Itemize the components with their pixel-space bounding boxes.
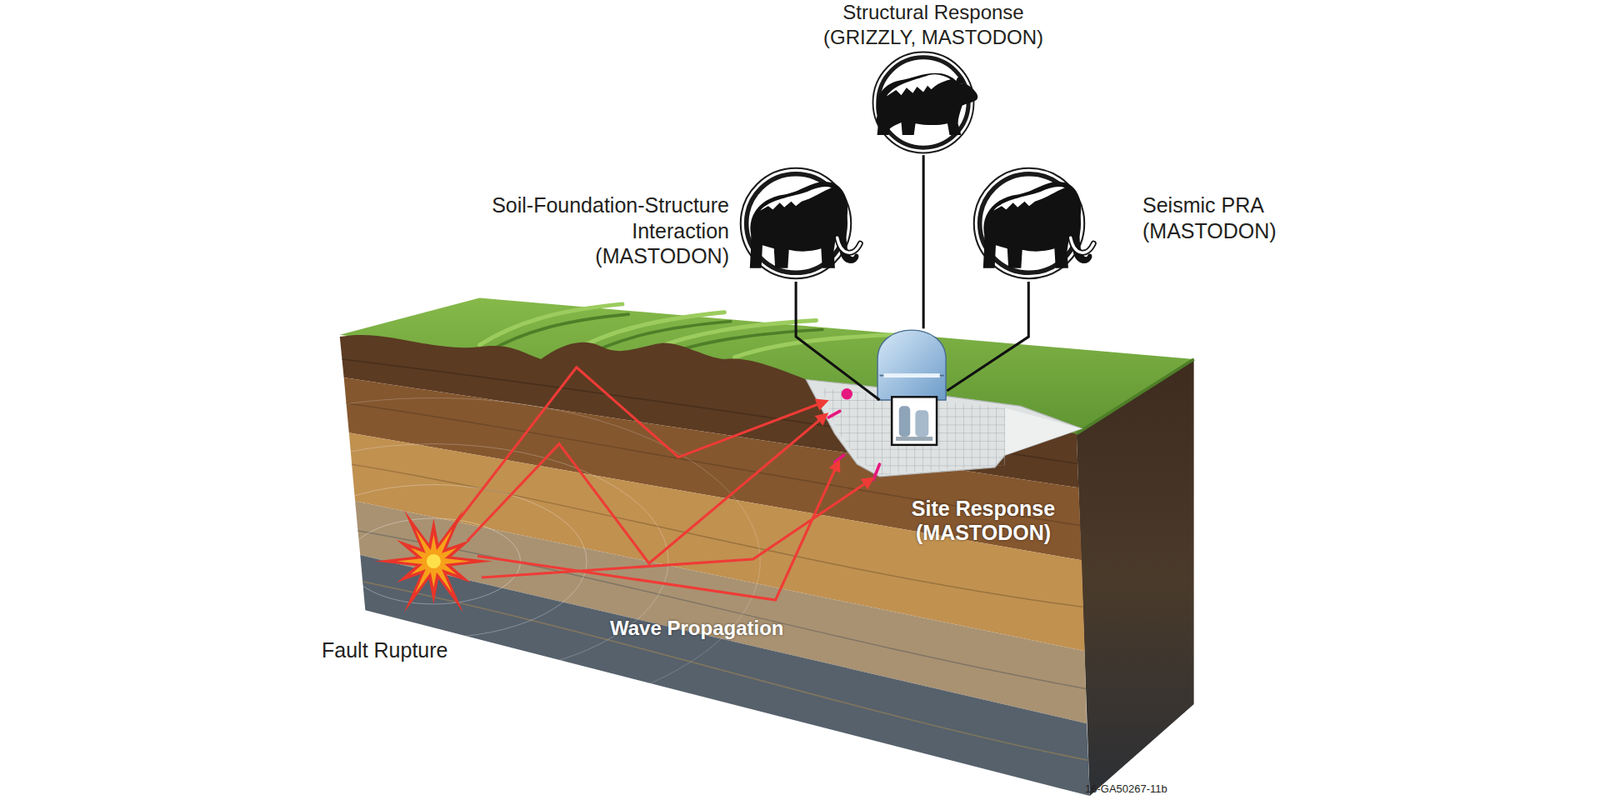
building-floor	[895, 436, 933, 441]
side-face-edge	[1076, 359, 1195, 434]
block-side-face	[1076, 359, 1195, 796]
icon-circle	[971, 165, 1087, 281]
wave-label: Wave Propagation	[610, 615, 784, 641]
sensor-dot	[841, 388, 853, 400]
crane-beam	[883, 373, 940, 378]
bear-ear	[956, 76, 965, 85]
tusk	[1070, 237, 1095, 253]
stratum-line	[362, 581, 1089, 760]
leader-line	[946, 281, 1029, 391]
soil-mesh	[821, 387, 1005, 475]
wave-contour	[107, 398, 761, 725]
site-response-label: Site Response (MASTODON)	[904, 496, 1063, 545]
seismic-ray	[481, 478, 873, 578]
seismic-rays	[449, 367, 873, 600]
wave-contour	[280, 485, 587, 639]
tool-label: Soil-Foundation-Structure Interaction (M…	[482, 192, 730, 270]
reactor-vessel	[899, 405, 910, 437]
leader-line	[922, 155, 925, 329]
seismic-ray	[449, 367, 827, 533]
sensor-mark	[873, 464, 880, 480]
burst-inner	[396, 529, 470, 593]
burst-core	[426, 554, 441, 569]
tool-icon-node: Soil-Foundation-Structure Interaction (M…	[738, 165, 854, 281]
icon-circle	[870, 50, 976, 155]
fault-rupture-burst	[374, 510, 493, 613]
seismic-ray	[467, 414, 827, 564]
reactor-building	[891, 396, 937, 445]
bear-silhouette	[876, 73, 979, 135]
pit-wall	[1005, 408, 1082, 455]
fur-highlight	[760, 186, 832, 211]
steam-generator	[915, 410, 929, 437]
strata-lines	[107, 359, 1089, 760]
fur-highlight	[993, 186, 1065, 211]
tusk-outline	[1070, 237, 1095, 253]
wave-contour	[199, 444, 669, 680]
tool-label: Seismic PRA (MASTODON)	[1142, 192, 1293, 244]
stratum-line	[357, 530, 1086, 690]
tool-label: Structural Response (GRIZZLY, MASTODON)	[812, 0, 1055, 50]
sensor-mark	[828, 410, 840, 417]
leader-line	[795, 281, 880, 400]
seismic-ray	[477, 460, 839, 600]
fault-label: Fault Rupture	[321, 637, 448, 663]
mammoth-silhouette	[750, 181, 860, 269]
tusk-outline	[837, 237, 861, 253]
icon-circle	[738, 165, 854, 281]
burst-outer	[374, 510, 493, 613]
mammoth-silhouette	[983, 181, 1093, 269]
fur-highlight	[886, 74, 951, 96]
tusk	[837, 237, 861, 253]
ridge	[735, 335, 899, 358]
tool-icon-node: Seismic PRA (MASTODON)	[971, 165, 1087, 281]
reactor-dome	[877, 330, 946, 400]
figure-id: 16-GA50267-11b	[1085, 782, 1168, 796]
sensor-mark	[835, 455, 845, 463]
tool-icon-node: Structural Response (GRIZZLY, MASTODON)	[870, 50, 976, 155]
soil-strata	[340, 335, 1090, 796]
